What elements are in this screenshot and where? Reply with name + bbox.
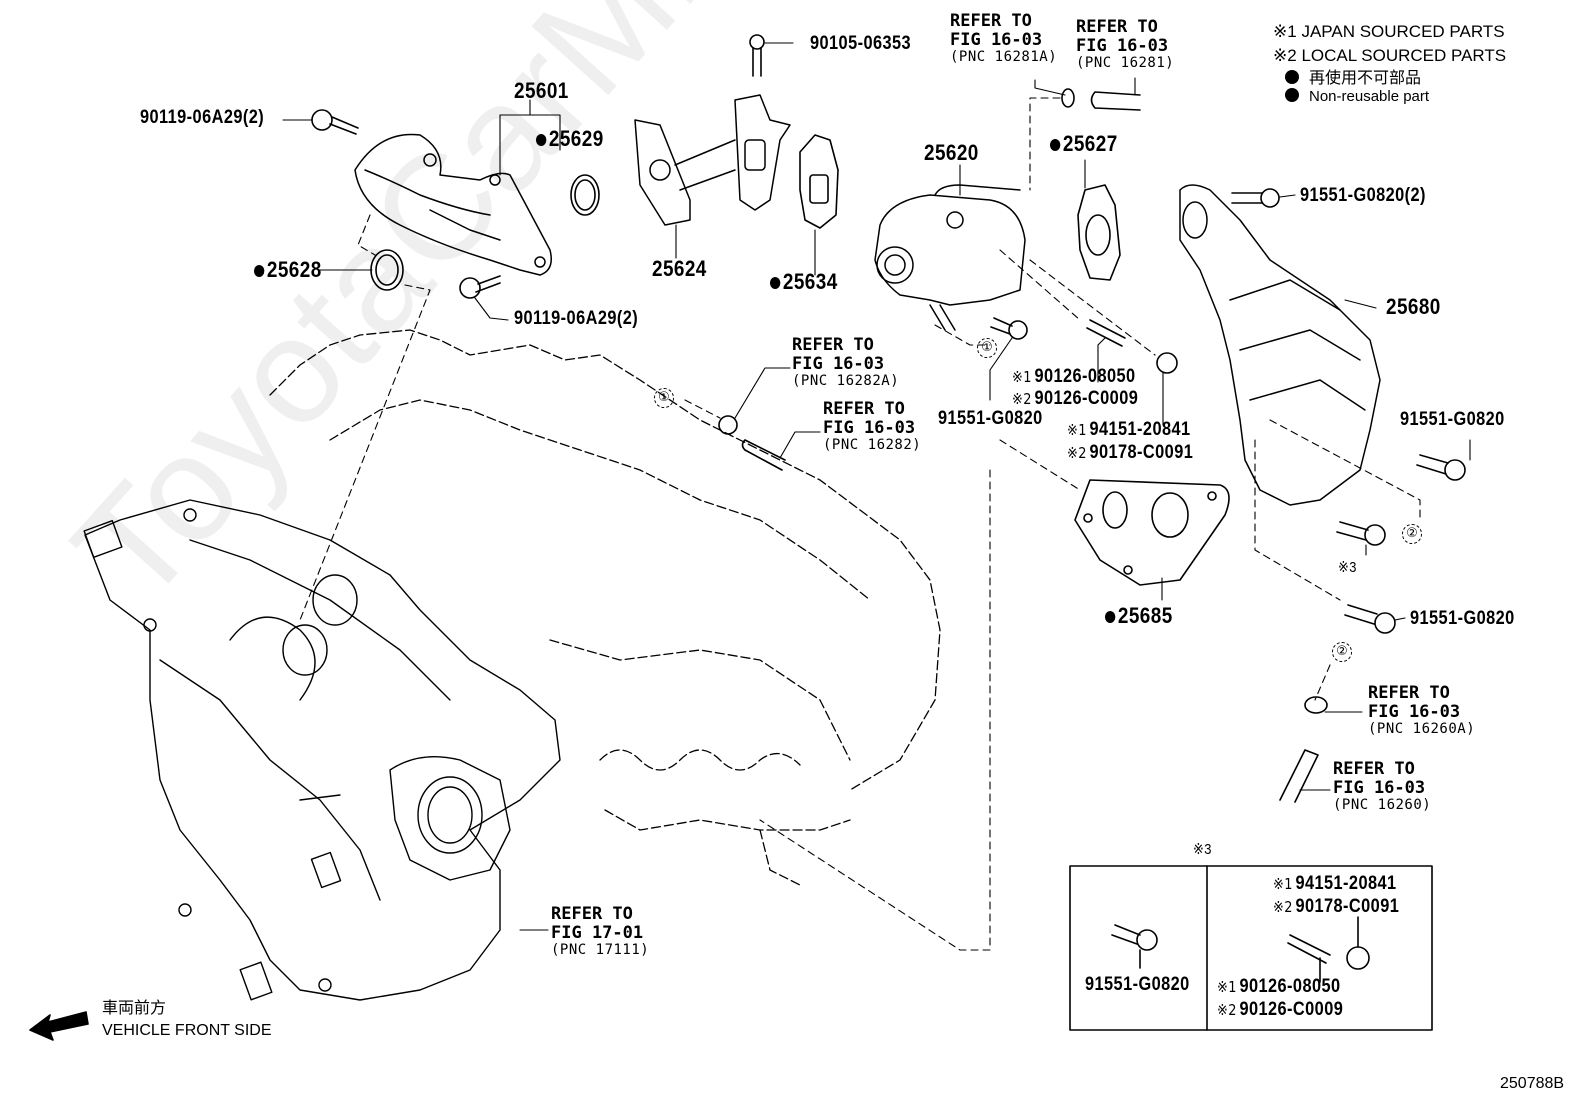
label-bolt-91551-mid[interactable]: 91551-G0820 — [938, 408, 1043, 429]
legend-nonreusable-jp: 再使用不可部品 — [1285, 68, 1506, 90]
engine-block-outline — [269, 329, 941, 886]
label-25624[interactable]: 25624 — [652, 256, 707, 281]
label-bolt-90105[interactable]: 90105-06353 — [810, 33, 912, 54]
label-25629[interactable]: 25629 — [536, 128, 604, 150]
label-bolt-91551-2[interactable]: 91551-G0820(2) — [1300, 185, 1426, 206]
inset-label-bolt-91551[interactable]: 91551-G0820 — [1085, 974, 1190, 995]
label-bolt-91551-right[interactable]: 91551-G0820 — [1400, 409, 1505, 430]
label-25680[interactable]: 25680 — [1386, 294, 1441, 319]
bolt-90119-top — [311, 109, 359, 135]
bolt-90119-bottom — [459, 275, 501, 299]
legend-note1: ※1 JAPAN SOURCED PARTS — [1273, 22, 1505, 41]
leader-lines — [282, 42, 1471, 931]
inset-box-x3 — [1069, 865, 1433, 1031]
marker-2-hose: ② — [1332, 642, 1352, 662]
intake-manifold — [83, 499, 561, 1001]
marker-1-valve: ① — [977, 338, 997, 358]
figure-id: 250788B — [1500, 1075, 1565, 1092]
clamp-16281a — [1061, 88, 1075, 108]
bolt-91551-right — [1416, 454, 1466, 481]
label-25620[interactable]: 25620 — [924, 140, 979, 165]
label-note3: ※3 — [1338, 559, 1357, 576]
legend: ※1 JAPAN SOURCED PARTS ※2 LOCAL SOURCED … — [1273, 20, 1506, 107]
nut-94151 — [1156, 352, 1178, 374]
bolt-91551-lower — [1344, 604, 1396, 634]
inset-title: ※3 — [1193, 841, 1212, 858]
hose-16260 — [1279, 749, 1319, 803]
bolt-90105 — [749, 34, 765, 77]
ref-pnc-17111[interactable]: REFER TO FIG 17-01 (PNC 17111) — [551, 904, 650, 959]
bolt-91551-mid — [990, 317, 1028, 340]
ref-pnc-16281a[interactable]: REFER TO FIG 16-03 (PNC 16281A) — [950, 11, 1058, 66]
assembly-guides — [299, 97, 1421, 951]
nonreusable-dot-icon — [536, 134, 547, 146]
egr-cooler-25680 — [1179, 184, 1381, 506]
legend-note2: ※2 LOCAL SOURCED PARTS — [1273, 45, 1507, 65]
ref-pnc-16260[interactable]: REFER TO FIG 16-03 (PNC 16260) — [1333, 759, 1432, 814]
nonreusable-dot-icon — [254, 265, 265, 277]
ref-pnc-16282a[interactable]: REFER TO FIG 16-03 (PNC 16282A) — [792, 335, 900, 390]
label-25685[interactable]: 25685 — [1105, 605, 1173, 627]
clamp-16282a — [718, 415, 738, 435]
label-25601[interactable]: 25601 — [514, 78, 569, 103]
egr-pipe-25601 — [354, 133, 552, 276]
nonreusable-dot-icon — [1050, 139, 1061, 151]
nonreusable-dot-icon — [770, 277, 781, 289]
hose-16281 — [1090, 91, 1141, 111]
vehicle-front-note: 車両前方 VEHICLE FRONT SIDE — [102, 1000, 272, 1039]
label-25634[interactable]: 25634 — [770, 271, 838, 293]
nonreusable-dot-icon — [1285, 87, 1299, 102]
hose-16282 — [741, 439, 786, 471]
nonreusable-dot-icon — [1285, 69, 1299, 84]
gasket-25627 — [1077, 184, 1121, 281]
bolt-91551-2 — [1231, 188, 1280, 208]
label-bolt-90119-bottom[interactable]: 90119-06A29(2) — [514, 308, 639, 329]
clamp-16260a — [1304, 696, 1328, 714]
marker-1-hose: ① — [654, 388, 674, 408]
gasket-25629 — [570, 174, 600, 216]
nonreusable-dot-icon — [1105, 611, 1116, 623]
egr-valve-25620 — [874, 184, 1026, 331]
label-25627[interactable]: 25627 — [1050, 133, 1118, 155]
bolt-91551-x3 — [1336, 521, 1386, 546]
ref-pnc-16260a[interactable]: REFER TO FIG 16-03 (PNC 16260A) — [1368, 683, 1476, 738]
gasket-25685 — [1074, 479, 1230, 586]
label-bolt-90119-top[interactable]: 90119-06A29(2) — [140, 107, 265, 128]
label-bolt-91551-lower[interactable]: 91551-G0820 — [1410, 608, 1515, 629]
legend-nonreusable-en: Non-reusable part — [1285, 86, 1506, 107]
label-25628[interactable]: 25628 — [254, 259, 322, 281]
front-arrow-icon — [29, 1011, 89, 1041]
marker-2-cooler: ② — [1402, 524, 1422, 544]
ref-pnc-16282[interactable]: REFER TO FIG 16-03 (PNC 16282) — [823, 399, 922, 454]
egr-pipe-25624 — [634, 94, 791, 226]
gasket-25634 — [799, 134, 839, 229]
stud-90126 — [1086, 319, 1126, 347]
ref-pnc-16281[interactable]: REFER TO FIG 16-03 (PNC 16281) — [1076, 17, 1175, 72]
